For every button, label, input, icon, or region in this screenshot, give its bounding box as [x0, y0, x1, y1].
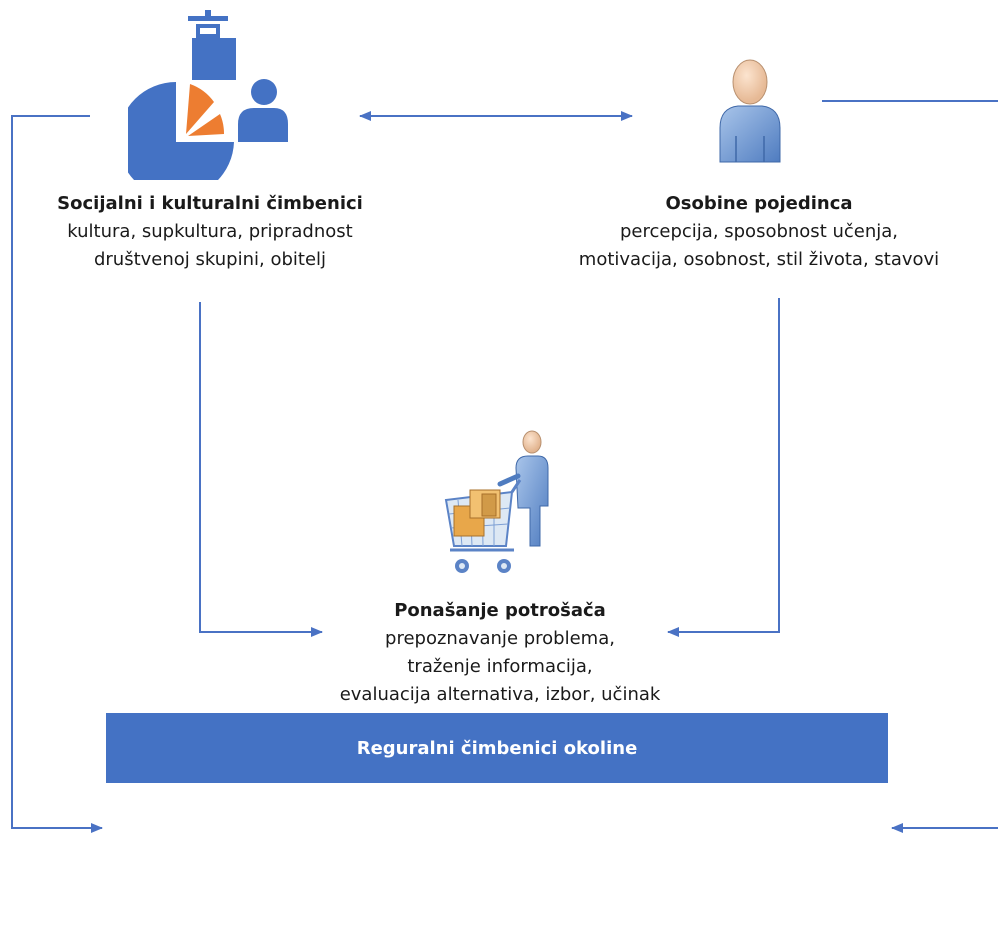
left-loop-connector — [11, 115, 103, 833]
behaviour-node-line1: prepoznavanje problema, — [385, 628, 615, 649]
behaviour-node-line3: evaluacija alternativa, izbor, učinak — [339, 684, 661, 705]
behaviour-node-title: Ponašanje potrošača — [394, 600, 606, 621]
social-cultural-node: Socijalni i kulturalni čimbenici kultura… — [0, 190, 420, 274]
social-node-line1: kultura, supkultura, pripradnost — [67, 221, 353, 242]
individual-node-line1: percepcija, sposobnost učenja, — [619, 221, 899, 242]
social-to-behaviour-connector — [199, 302, 323, 637]
individual-node-title: Osobine pojedinca — [665, 193, 853, 214]
shopping-cart-person-icon — [444, 430, 549, 573]
individual-to-behaviour-connector — [667, 298, 780, 637]
environment-factors-label: Reguralni čimbenici okoline — [356, 737, 638, 759]
person-icon — [719, 59, 781, 163]
social-node-title: Socijalni i kulturalni čimbenici — [57, 193, 363, 214]
environment-factors-bar: Reguralni čimbenici okoline — [106, 713, 888, 783]
individual-node: Osobine pojedinca percepcija, sposobnost… — [520, 190, 998, 274]
individual-node-line2: motivacija, osobnost, stil života, stavo… — [578, 249, 940, 270]
social-node-line2: društvenoj skupini, obitelj — [93, 249, 327, 270]
behaviour-node-line2: traženje informacija, — [407, 656, 593, 677]
consumer-behaviour-node: Ponašanje potrošača prepoznavanje proble… — [280, 597, 720, 709]
pie-chart-people-shopping-bag-icon — [128, 10, 288, 180]
